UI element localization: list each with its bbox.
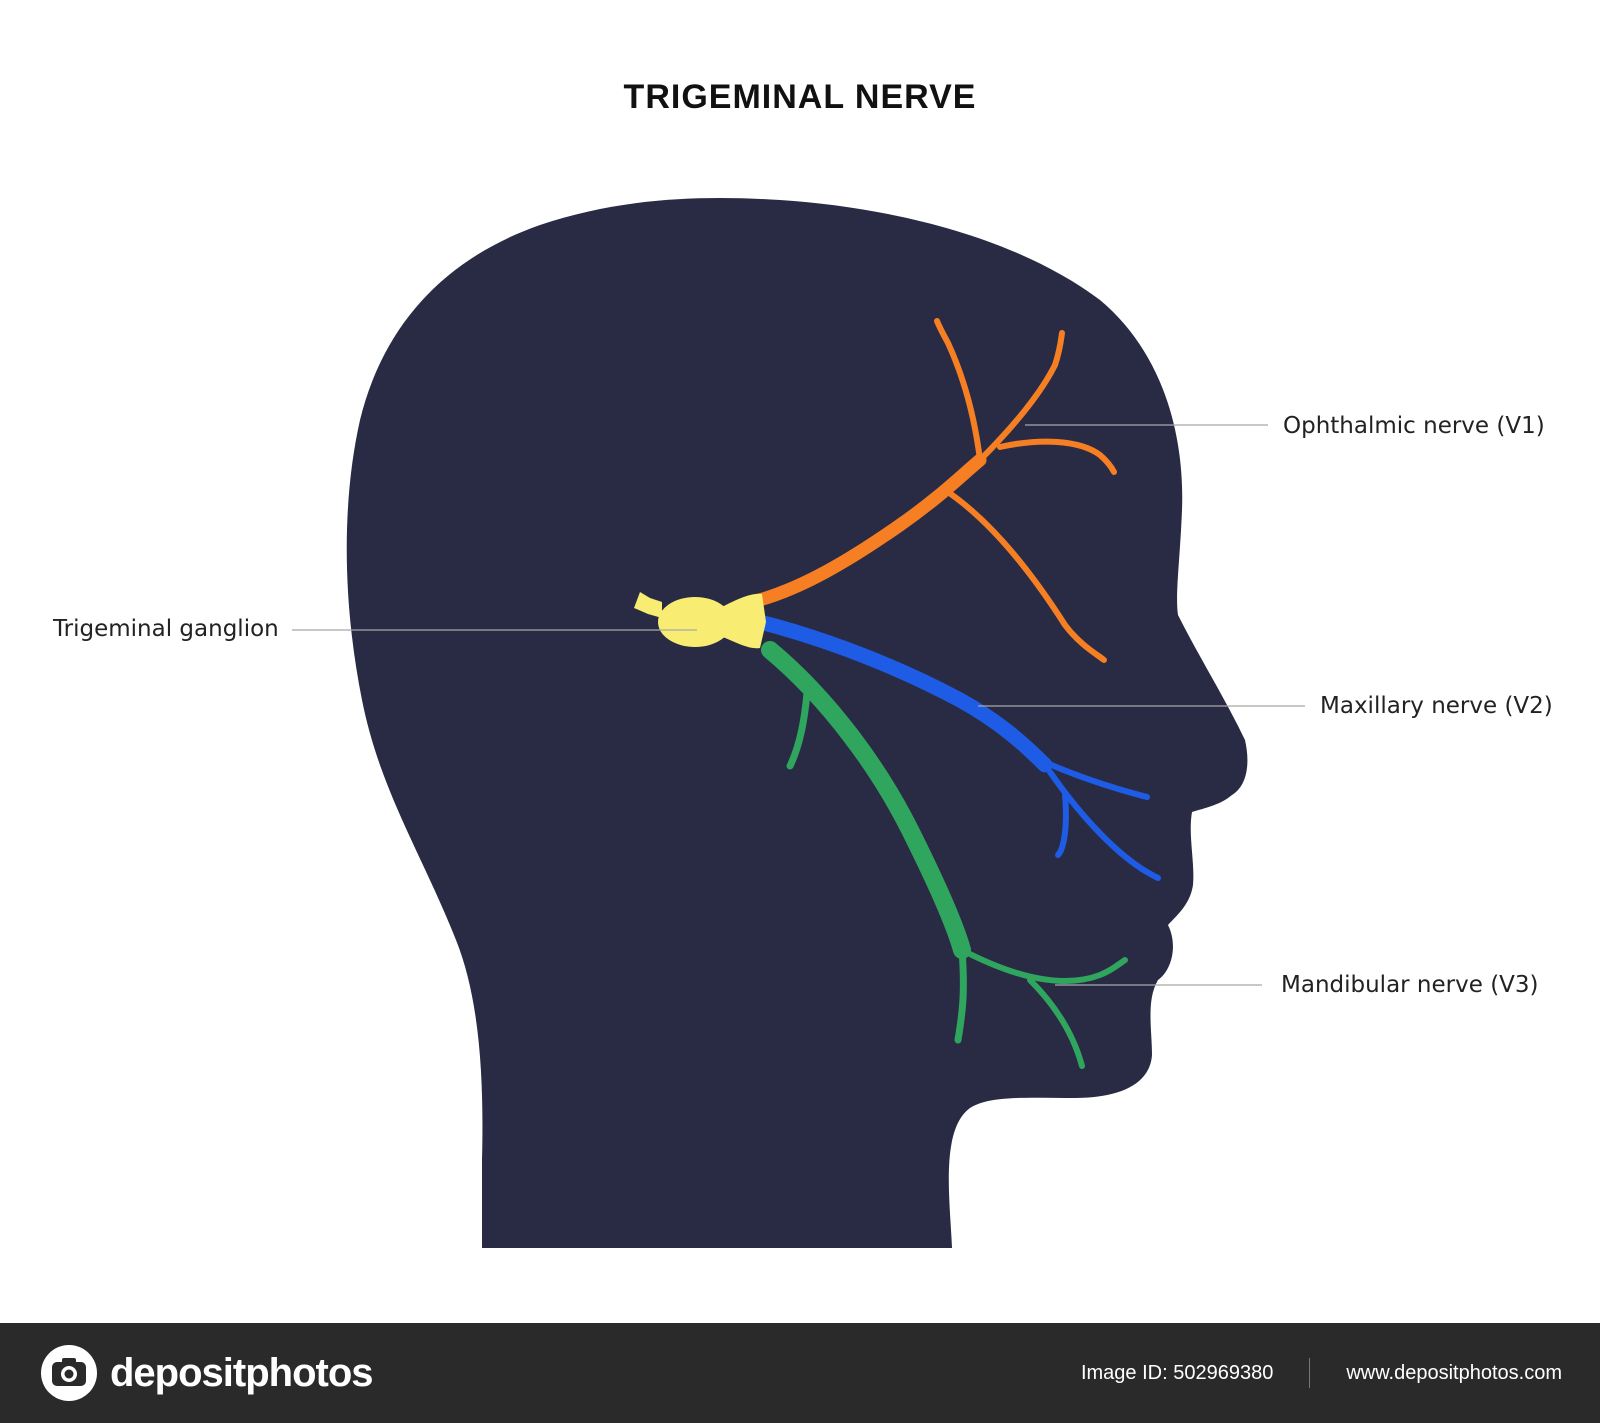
ophthalmic-nerve-trunk	[745, 453, 987, 609]
footer-bar: depositphotos Image ID: 502969380 www.de…	[0, 1323, 1600, 1423]
site-url[interactable]: www.depositphotos.com	[1346, 1361, 1562, 1384]
maxillary-nerve-trunk	[752, 614, 1053, 773]
image-id: Image ID: 502969380	[1080, 1361, 1274, 1384]
trigeminal-nerve-diagram: TRIGEMINAL NERVE Ophthalmic nerve (V1) M…	[52, 78, 1553, 1248]
brand-name: depositphotos	[110, 1350, 374, 1395]
mandibular-nerve-branch-upper-left	[786, 678, 812, 770]
camera-logo-icon	[41, 1345, 97, 1401]
mandibular-nerve-trunk	[761, 641, 971, 959]
label-maxillary-nerve: Maxillary nerve (V2)	[1320, 693, 1553, 719]
label-ophthalmic-nerve: Ophthalmic nerve (V1)	[1283, 413, 1545, 439]
label-trigeminal-ganglion: Trigeminal ganglion	[52, 616, 279, 642]
mandibular-nerve-branch-chin-lower	[1027, 977, 1085, 1069]
trigeminal-ganglion	[634, 592, 766, 649]
brand[interactable]: depositphotos	[40, 1344, 374, 1402]
maxillary-nerve-branch-down	[1055, 792, 1069, 858]
maxillary-nerve-branch-upper	[1037, 757, 1150, 800]
maxillary-nerve-branch-lower	[1047, 769, 1161, 881]
ophthalmic-nerve-branch-upper	[934, 318, 983, 463]
footer-info: Image ID: 502969380 www.depositphotos.co…	[1081, 1358, 1562, 1388]
head-silhouette	[346, 198, 1248, 1248]
ophthalmic-nerve-branch-mid-right	[997, 438, 1117, 475]
mandibular-nerve-branch-down	[954, 946, 967, 1044]
ganglion-fan	[720, 593, 766, 649]
mandibular-nerve-branch-chin-upper	[959, 947, 1128, 984]
ophthalmic-nerve-branch-lower	[942, 487, 1107, 663]
ganglion-root-stub	[634, 592, 662, 618]
diagram-title: TRIGEMINAL NERVE	[624, 78, 977, 116]
ophthalmic-nerve-branch-top-right	[977, 330, 1065, 463]
footer-divider	[1309, 1358, 1311, 1388]
ganglion-body	[658, 597, 732, 647]
label-mandibular-nerve: Mandibular nerve (V3)	[1281, 972, 1539, 998]
